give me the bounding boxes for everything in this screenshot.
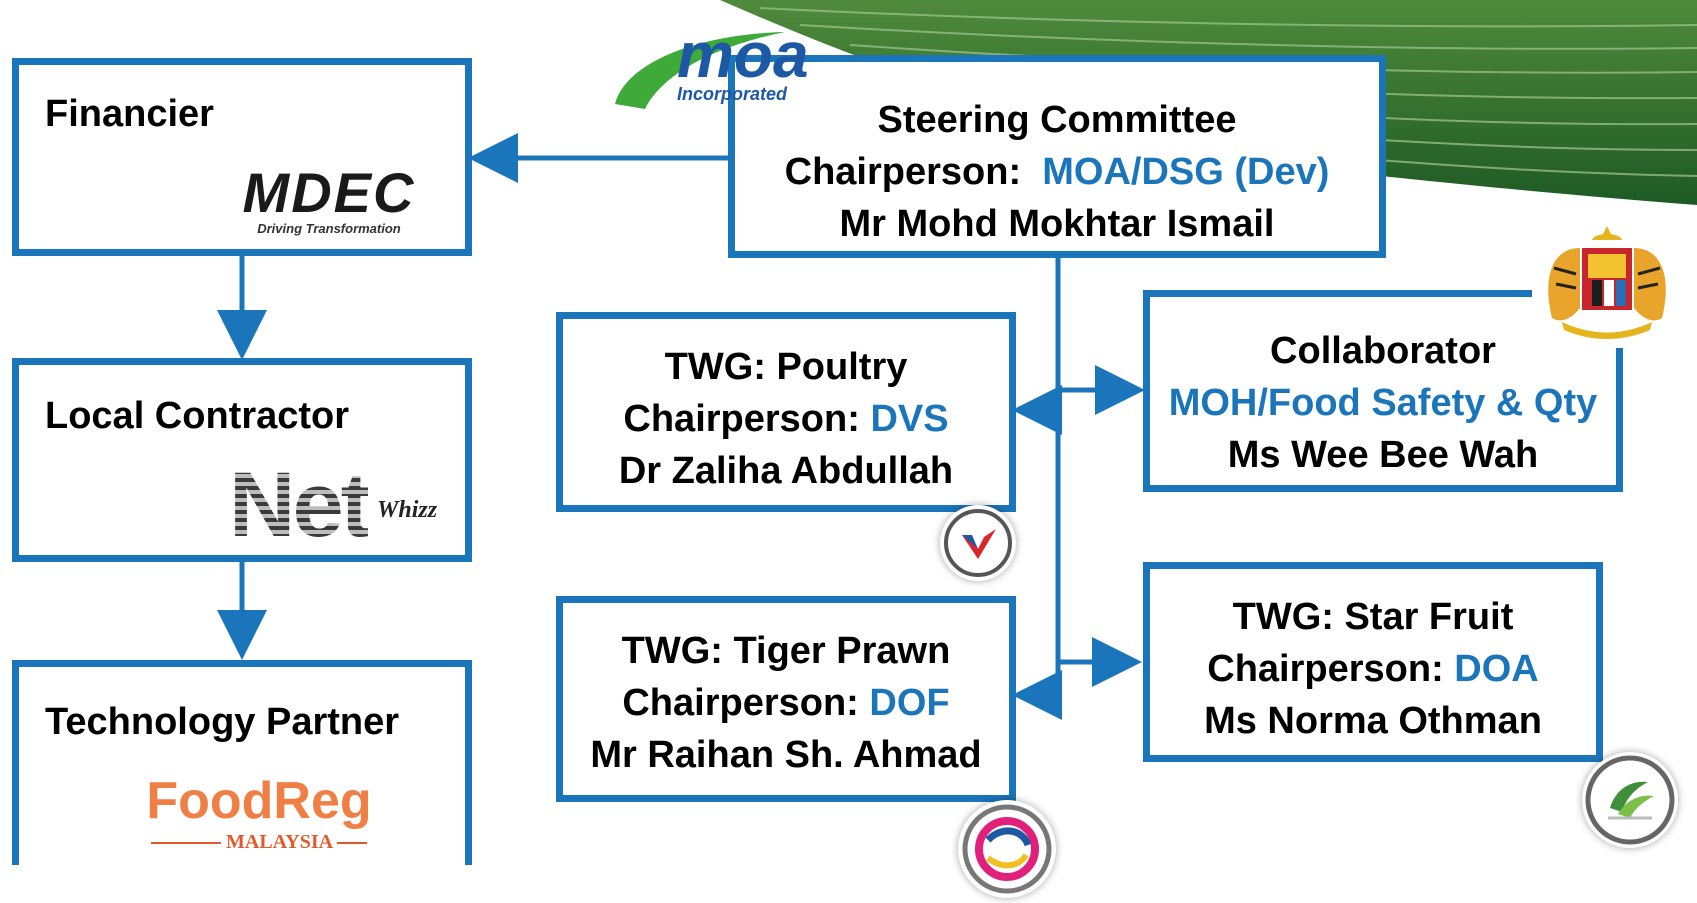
starfruit-title: TWG: Star Fruit: [1232, 596, 1514, 638]
technology-partner-box: Technology Partner FoodReg MALAYSIA: [12, 660, 472, 865]
starfruit-person: Ms Norma Othman: [1204, 700, 1542, 742]
mdec-logo: MDEC Driving Transformation: [209, 161, 449, 237]
poultry-chair-org: DVS: [870, 398, 949, 440]
poultry-chair-label: Chairperson:: [623, 398, 860, 440]
netwhizz-logo-text: Net: [229, 454, 371, 556]
coat-of-arms-emblem: [1548, 226, 1666, 339]
steering-title: Steering Committee: [877, 99, 1237, 141]
prawn-person: Mr Raihan Sh. Ahmad: [590, 734, 982, 776]
prawn-chair-label: Chairperson:: [622, 682, 859, 724]
dvs-emblem: [944, 509, 1012, 577]
prawn-chair-org: DOF: [869, 682, 950, 724]
collaborator-org: MOH/Food Safety & Qty: [1168, 382, 1598, 424]
financier-box: Financier MDEC Driving Transformation: [12, 58, 472, 256]
foodreg-logo: FoodReg MALAYSIA: [79, 773, 439, 854]
dof-logo-icon: [958, 800, 1056, 898]
moa-swoosh-icon: [615, 32, 785, 109]
prawn-chair: Chairperson: DOF: [563, 677, 1009, 729]
netwhizz-logo: Net Whizz: [229, 455, 459, 555]
twg-tiger-prawn-box: TWG: Tiger Prawn Chairperson: DOF Mr Rai…: [556, 596, 1016, 802]
moa-logo: moa Incorporated: [605, 19, 855, 114]
steering-committee-box: Steering Committee Chairperson: MOA/DSG …: [728, 55, 1386, 258]
netwhizz-logo-suffix: Whizz: [377, 497, 438, 523]
local-contractor-box: Local Contractor Net Whizz: [12, 358, 472, 562]
collaborator-box: Collaborator MOH/Food Safety & Qty Ms We…: [1143, 290, 1623, 492]
malaysia-coat-of-arms-icon: [1532, 218, 1682, 348]
collaborator-title: Collaborator: [1270, 330, 1496, 372]
steering-chair-org: MOA/DSG (Dev): [1042, 151, 1330, 193]
connector-arrows: [217, 133, 1145, 720]
doa-emblem: [1585, 755, 1675, 845]
contractor-title: Local Contractor: [45, 395, 350, 437]
twg-poultry-box: TWG: Poultry Chairperson: DVS Dr Zaliha …: [556, 312, 1016, 512]
financier-title: Financier: [45, 93, 214, 135]
doa-logo-icon: [1582, 752, 1678, 848]
steering-chair: Chairperson: MOA/DSG (Dev): [735, 146, 1379, 198]
foodreg-logo-sub: MALAYSIA: [226, 831, 332, 853]
moa-logo-sub: Incorporated: [677, 84, 788, 104]
dvs-logo-icon: [940, 505, 1016, 581]
partner-title: Technology Partner: [45, 701, 400, 743]
starfruit-chair-org: DOA: [1454, 648, 1539, 690]
moa-logo-text: moa: [677, 19, 809, 91]
steering-person: Mr Mohd Mokhtar Ismail: [839, 203, 1275, 245]
dof-emblem: [962, 804, 1052, 894]
foodreg-logo-tagline: MALAYSIA: [79, 831, 439, 854]
poultry-title: TWG: Poultry: [664, 346, 908, 388]
starfruit-chair: Chairperson: DOA: [1150, 643, 1596, 695]
twg-star-fruit-box: TWG: Star Fruit Chairperson: DOA Ms Norm…: [1143, 562, 1603, 762]
poultry-chair: Chairperson: DVS: [563, 393, 1009, 445]
mdec-logo-tagline: Driving Transformation: [257, 221, 401, 236]
prawn-title: TWG: Tiger Prawn: [621, 630, 951, 672]
foodreg-logo-text: FoodReg: [146, 772, 372, 830]
steering-chair-label: Chairperson:: [784, 151, 1022, 193]
starfruit-chair-label: Chairperson:: [1207, 648, 1444, 690]
collaborator-person: Ms Wee Bee Wah: [1227, 434, 1539, 476]
poultry-person: Dr Zaliha Abdullah: [618, 450, 954, 492]
mdec-logo-text: MDEC: [242, 161, 416, 224]
